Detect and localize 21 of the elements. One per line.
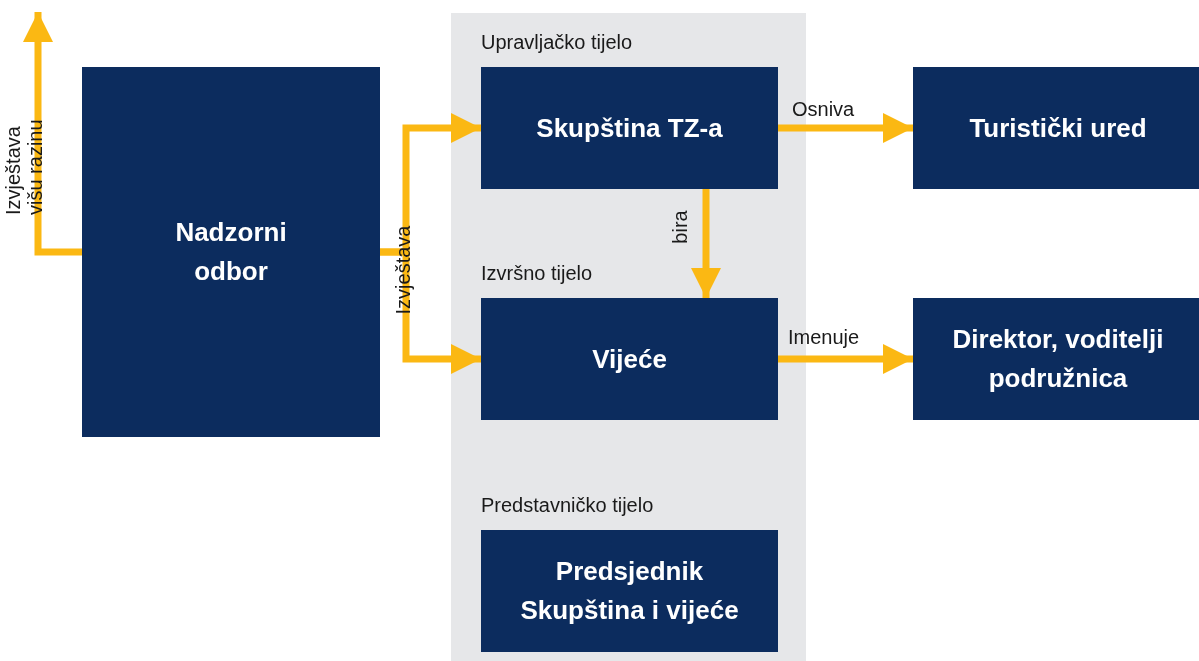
arrow [778, 113, 913, 143]
edge-label: Izvještava [391, 225, 414, 314]
section-heading: Upravljačko tijelo [481, 31, 633, 54]
unit-name: Predsjednik Skupština i vijeće [519, 555, 740, 627]
edge-label: Izvještava višu razinu [2, 118, 46, 215]
arrow [778, 344, 913, 374]
unit-name: Nadzorni odbor [174, 216, 288, 288]
arrow [380, 248, 481, 374]
unit-name: Turistički ured [968, 111, 1148, 145]
edge-label: bira [668, 209, 691, 244]
edge-label: Osniva [792, 98, 855, 120]
edge-label: Imenuje [788, 326, 860, 348]
arrow [691, 189, 721, 298]
org-unit-box [913, 67, 1199, 189]
section-heading: Predstavničko tijelo [481, 494, 654, 517]
unit-name: Skupština TZ-a [535, 111, 724, 145]
org-unit-box [913, 298, 1199, 420]
unit-name: Direktor, voditelji podružnica [951, 323, 1165, 395]
section-heading: Izvršno tijelo [481, 262, 593, 285]
unit-name: Vijeće [591, 342, 668, 376]
org-unit-box [82, 67, 380, 437]
